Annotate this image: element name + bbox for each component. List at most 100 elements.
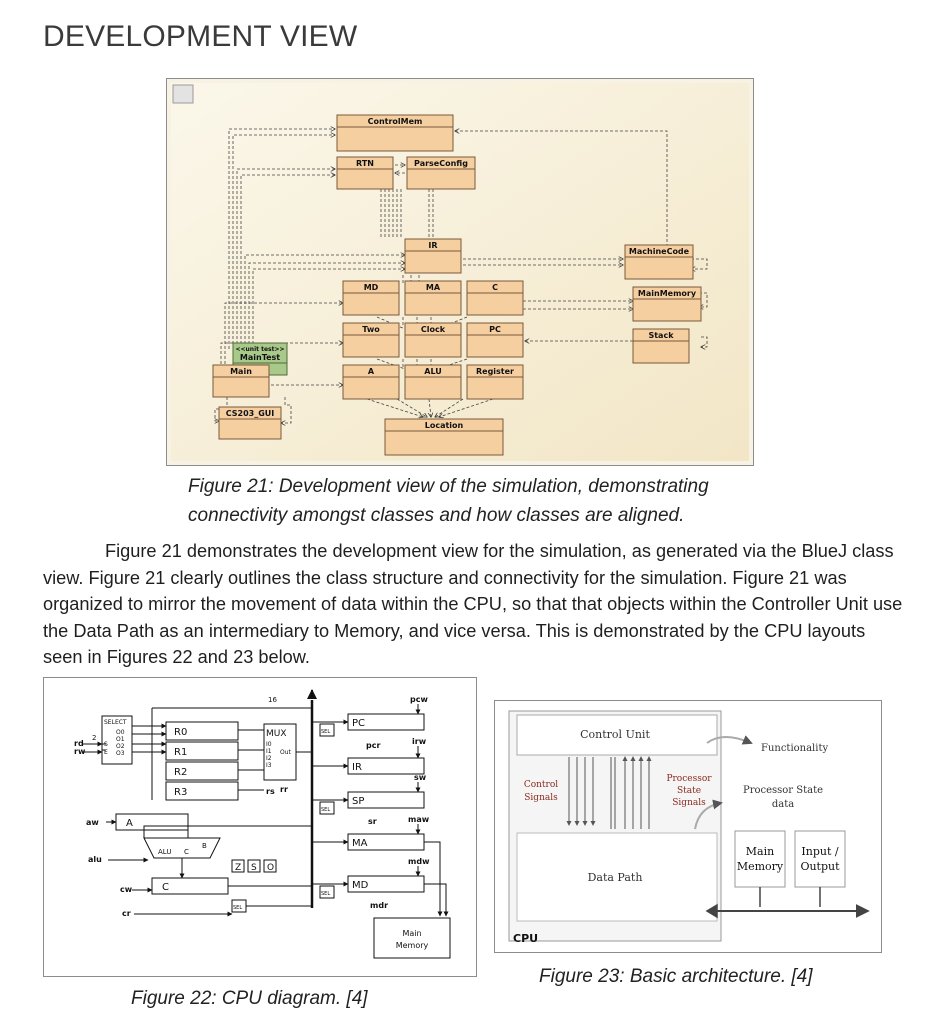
- class-location[interactable]: Location: [384, 418, 504, 456]
- label-c-register: C: [162, 882, 169, 893]
- label-two: 2: [92, 734, 96, 742]
- class-label-md: MD: [364, 283, 379, 292]
- label-select: SELECT: [104, 719, 127, 726]
- class-stack[interactable]: Stack: [632, 328, 690, 364]
- class-boxes: ControlMem RTN ParseConfig IR MachineCod: [212, 114, 702, 456]
- label-sel-c: SEL: [233, 905, 242, 911]
- label-r1: R1: [174, 747, 187, 758]
- label-main-memory-line1: Main: [402, 929, 421, 938]
- class-cs203gui[interactable]: CS203_GUI: [218, 406, 282, 440]
- label-aw: aw: [86, 818, 99, 827]
- class-label-clock: Clock: [421, 325, 446, 334]
- input-output-box: [794, 830, 846, 888]
- label-input-output-line2: Output: [800, 860, 840, 873]
- label-pcw: pcw: [410, 695, 428, 704]
- label-alu-c: C: [184, 848, 189, 856]
- class-ma[interactable]: MA: [404, 280, 462, 316]
- class-main[interactable]: Main: [212, 364, 270, 398]
- class-label-cs203gui: CS203_GUI: [226, 409, 275, 418]
- label-control-signals-line1: Control: [524, 780, 558, 790]
- label-sel-md: SEL: [321, 891, 330, 897]
- figure-22-cpu-diagram: SELECT O0 O1 O2 O3 S E rd rw 2 R0 R1 R2 …: [43, 677, 477, 977]
- label-o1: O1: [116, 736, 125, 743]
- label-processor-state-signals-line2: State: [677, 786, 701, 796]
- label-r0: R0: [174, 727, 187, 738]
- label-pcr: pcr: [366, 741, 380, 750]
- class-label-parseconfig: ParseConfig: [414, 159, 468, 168]
- class-c[interactable]: C: [466, 280, 524, 316]
- class-label-alu: ALU: [424, 367, 442, 376]
- label-mux: MUX: [266, 729, 287, 739]
- class-label-ma: MA: [426, 283, 441, 292]
- label-alu-b: B: [202, 842, 207, 850]
- label-input-output-line1: Input /: [801, 845, 838, 858]
- cpu-diagram-labels: SELECT O0 O1 O2 O3 S E rd rw 2 R0 R1 R2 …: [74, 695, 430, 950]
- label-o2: O2: [116, 743, 125, 750]
- figure-21-caption-line2: connectivity amongst classes and how cla…: [188, 505, 685, 526]
- label-bus-width-top: 16: [268, 696, 277, 704]
- label-flag-s: S: [251, 863, 257, 873]
- label-processor-state-signals-line1: Processor: [666, 774, 712, 784]
- class-alu[interactable]: ALU: [404, 364, 462, 400]
- class-pc[interactable]: PC: [466, 322, 524, 358]
- class-label-a: A: [368, 367, 375, 376]
- class-label-maintest: MainTest: [240, 353, 280, 362]
- label-control-unit: Control Unit: [580, 728, 650, 741]
- label-flag-o: O: [267, 863, 274, 873]
- class-label-main: Main: [230, 367, 252, 376]
- class-stereotype-maintest: <<unit test>>: [235, 346, 284, 353]
- class-parseconfig[interactable]: ParseConfig: [406, 156, 476, 190]
- main-memory-box: [734, 830, 786, 888]
- label-data-path: Data Path: [588, 871, 643, 884]
- label-processor-state-data-line1: Processor State: [743, 785, 823, 796]
- class-register[interactable]: Register: [466, 364, 524, 400]
- select-decoder: [101, 715, 133, 765]
- figure-21-caption-line1: Figure 21: Development view of the simul…: [188, 476, 709, 497]
- label-alu-input: alu: [88, 855, 102, 864]
- class-label-controlmem: ControlMem: [368, 117, 423, 126]
- label-alu: ALU: [158, 848, 171, 856]
- class-rtn[interactable]: RTN: [336, 156, 394, 190]
- label-r2: R2: [174, 767, 187, 778]
- figure-22-caption: Figure 22: CPU diagram. [4]: [131, 988, 368, 1009]
- class-clock[interactable]: Clock: [404, 322, 462, 358]
- label-main-memory-line2: Memory: [396, 941, 429, 950]
- page-heading: DEVELOPMENT VIEW: [43, 20, 358, 53]
- label-i3: I3: [266, 762, 272, 769]
- label-a-register: A: [126, 818, 133, 829]
- label-e: E: [104, 749, 108, 756]
- class-two[interactable]: Two: [342, 322, 400, 358]
- label-rs: rs: [266, 787, 275, 796]
- label-irw: irw: [412, 737, 427, 746]
- label-processor-state-signals-line3: Signals: [672, 798, 706, 808]
- view-toggle-icon[interactable]: [172, 84, 194, 104]
- label-out: Out: [280, 749, 292, 756]
- class-machinecode[interactable]: MachineCode: [624, 244, 694, 280]
- label-sp: SP: [352, 796, 364, 807]
- class-label-pc: PC: [489, 325, 501, 334]
- label-cr: cr: [122, 909, 131, 918]
- control-unit-box: [516, 714, 718, 756]
- class-label-ir: IR: [428, 241, 437, 250]
- body-paragraph: Figure 21 demonstrates the development v…: [43, 538, 903, 671]
- class-a[interactable]: A: [342, 364, 400, 400]
- class-label-two: Two: [362, 325, 380, 334]
- class-diagram-svg: ControlMem RTN ParseConfig IR MachineCod: [171, 83, 749, 461]
- class-controlmem[interactable]: ControlMem: [336, 114, 454, 152]
- label-rr: rr: [280, 785, 288, 794]
- label-sw: sw: [414, 773, 427, 782]
- class-mainmemory[interactable]: MainMemory: [632, 286, 702, 322]
- label-sel-sp: SEL: [321, 807, 330, 813]
- cpu-diagram-svg: SELECT O0 O1 O2 O3 S E rd rw 2 R0 R1 R2 …: [74, 689, 451, 959]
- label-cw: cw: [120, 885, 133, 894]
- label-md: MD: [352, 880, 369, 891]
- figure-21-class-diagram: ControlMem RTN ParseConfig IR MachineCod: [166, 78, 754, 466]
- label-i1: I1: [266, 748, 272, 755]
- class-ir[interactable]: IR: [404, 238, 462, 274]
- control-signal-arrows: [566, 756, 652, 829]
- label-r3: R3: [174, 787, 187, 798]
- class-md[interactable]: MD: [342, 280, 400, 316]
- label-mdr: mdr: [370, 901, 388, 910]
- architecture-svg: Control Unit Functionality Control Signa…: [508, 710, 870, 945]
- label-flag-z: Z: [235, 863, 241, 873]
